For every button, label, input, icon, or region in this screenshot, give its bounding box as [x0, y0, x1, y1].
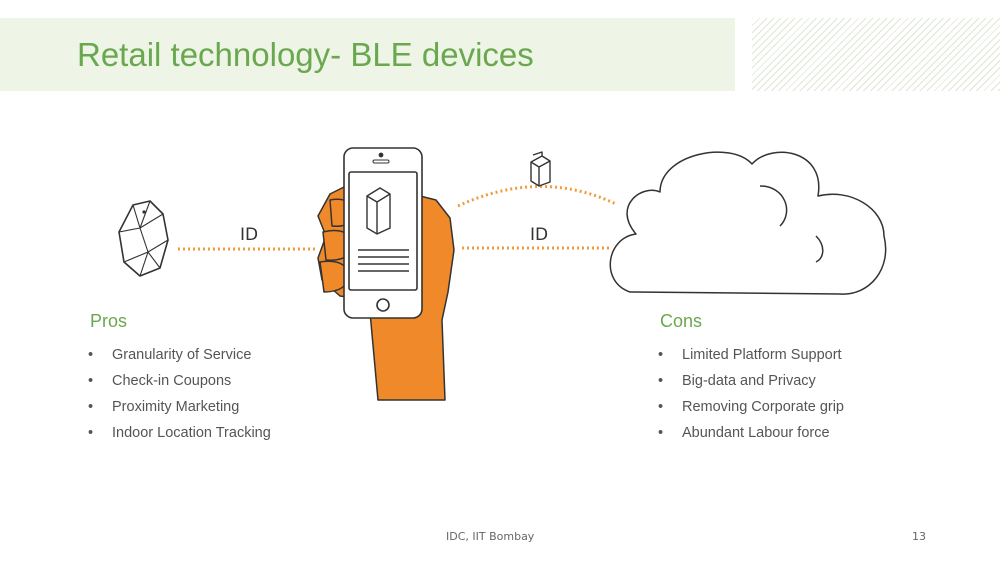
list-item-text: Big-data and Privacy — [682, 373, 816, 389]
list-item-text: Granularity of Service — [112, 347, 252, 363]
footer-text: IDC, IIT Bombay — [446, 530, 535, 543]
list-item: •Proximity Marketing — [88, 399, 240, 415]
signal-lines — [178, 185, 617, 251]
slide-title: Retail technology- BLE devices — [77, 36, 534, 73]
cons-heading: Cons — [660, 311, 703, 331]
signal-arc — [457, 185, 617, 208]
list-item: •Check-in Coupons — [88, 373, 232, 389]
id-label-left: ID — [240, 225, 258, 245]
list-item: •Granularity of Service — [88, 347, 252, 363]
hatched-decoration — [752, 18, 1000, 91]
list-item-text: Removing Corporate grip — [682, 399, 844, 415]
pros-list: •Granularity of Service •Check-in Coupon… — [88, 342, 271, 446]
list-item: •Indoor Location Tracking — [88, 425, 271, 441]
smartphone-icon — [343, 147, 423, 319]
list-item: •Limited Platform Support — [658, 347, 842, 363]
list-item-text: Check-in Coupons — [112, 373, 232, 389]
list-item-text: Abundant Labour force — [682, 425, 830, 441]
list-item-text: Proximity Marketing — [112, 399, 240, 415]
id-label-right: ID — [530, 225, 548, 245]
cloud-icon — [609, 151, 887, 295]
beacon-icon — [118, 200, 169, 277]
title-band — [0, 18, 735, 91]
phone-carton-icon — [366, 187, 391, 235]
cons-list: •Limited Platform Support •Big-data and … — [658, 342, 844, 446]
list-item: •Big-data and Privacy — [658, 373, 816, 389]
list-item: •Removing Corporate grip — [658, 399, 844, 415]
list-item: •Abundant Labour force — [658, 425, 830, 441]
list-item-text: Indoor Location Tracking — [112, 425, 271, 441]
page-number: 13 — [912, 530, 926, 543]
list-item-text: Limited Platform Support — [682, 347, 842, 363]
milk-carton-icon — [530, 151, 551, 187]
pros-heading: Pros — [90, 311, 128, 331]
